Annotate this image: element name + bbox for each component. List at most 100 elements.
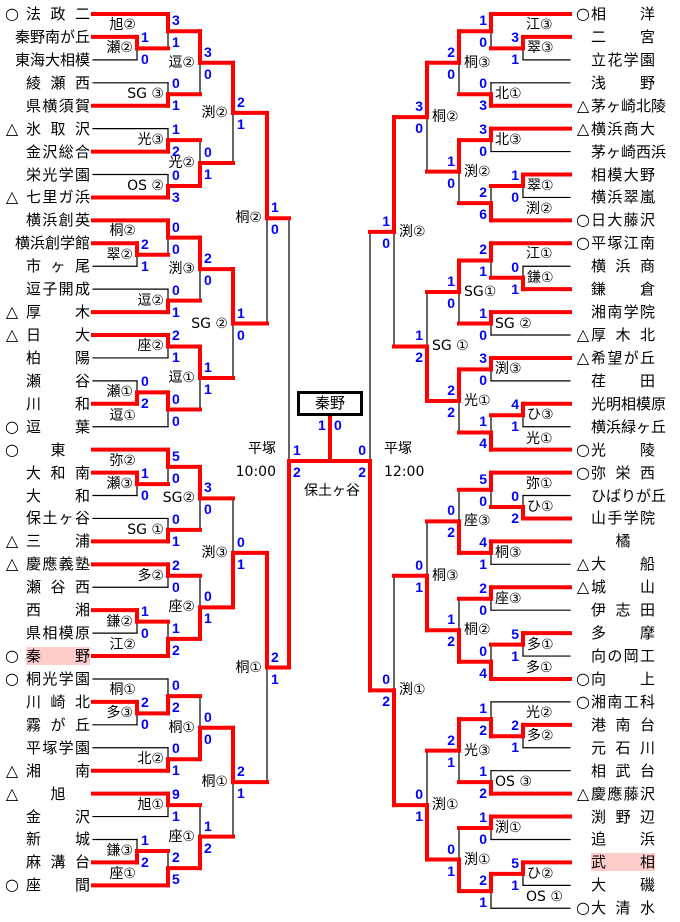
match-score: 4 [511,396,519,413]
semifinal-time: 10:00 [235,464,276,480]
match-venue-label: 北③ [495,132,522,149]
seed-mark: △ [5,302,19,322]
match-score: 3 [479,350,487,367]
match-score: 0 [271,221,279,238]
match-score: 2 [511,717,519,734]
match-score: 0 [511,487,519,504]
match-score: 1 [479,809,487,825]
match-score: 1 [237,304,245,321]
match-score: 1 [172,532,180,549]
match-score: 0 [204,65,212,82]
match-score: 0 [172,740,180,757]
team-name: 大船 [591,555,655,574]
match-score: 0 [479,372,487,389]
match-score: 3 [479,121,487,138]
match-score: 0 [415,120,423,137]
match-score: 2 [415,349,423,366]
team-name: 厚木北 [591,326,655,345]
match-venue-label: 光③ [137,132,164,149]
match-score: 4 [479,664,487,681]
match-score: 0 [479,143,487,160]
match-score: 1 [479,894,487,911]
seed-mark: ○ [576,233,590,253]
match-score: 0 [172,218,180,235]
match-venue-label: 弥① [526,475,553,492]
match-venue-label: 渕① [432,797,459,814]
seed-mark: △ [5,554,19,574]
team-name: 厚木 [26,303,90,322]
match-score: 1 [271,670,279,687]
match-venue-label: 逗② [137,292,164,309]
team-name: 追浜 [591,830,655,849]
match-score: 2 [479,785,487,802]
match-score: 0 [511,258,519,275]
match-score: 0 [479,326,487,343]
team-name: 湘南 [26,761,90,780]
match-venue-label: 渕② [399,223,426,240]
match-score: 2 [447,731,455,748]
match-score: 1 [447,753,455,770]
match-venue-label: SG① [464,284,497,301]
match-score: 2 [237,93,245,110]
team-name: 浅野 [591,73,655,92]
match-venue-label: 桐① [201,774,228,791]
match-score: 2 [447,633,455,650]
match-score: 1 [141,602,149,619]
team-name: 湘南工科 [591,692,655,711]
match-venue-label: 逗② [168,54,195,71]
match-venue-label: 渕① [495,820,522,836]
match-score: 0 [447,65,455,82]
match-score: 0 [511,188,519,205]
match-venue-label: ひ② [527,865,554,882]
team-name: 相武台 [591,761,655,780]
team-name: 山手学院 [591,509,655,528]
match-score: 0 [141,487,149,504]
match-score: 1 [204,166,212,183]
match-venue-label: 多① [527,636,554,653]
match-venue-label: 北② [137,751,164,768]
match-venue-label: 北① [495,86,522,103]
match-venue-label: 桐③ [432,567,459,584]
match-venue-label: OS ① [526,889,563,906]
team-name: 向の岡工 [591,647,655,666]
team-name: 大和 [26,486,90,505]
match-venue-label: 桐① [109,681,136,698]
seed-mark: △ [5,325,19,345]
seed-mark: ○ [5,416,19,436]
seed-mark: ○ [576,691,590,711]
match-venue-label: 江③ [526,17,553,33]
match-score: 6 [479,206,487,223]
seed-mark: △ [576,577,590,597]
match-score: 2 [141,235,149,252]
team-name: 綾瀬西 [26,73,90,92]
match-score: 2 [293,464,301,480]
team-name: 瀬谷 [26,371,90,390]
match-venue-label: 桐① [168,719,195,736]
match-venue-label: 光① [464,392,491,409]
team-name: 弥栄西 [591,463,655,482]
seed-mark: △ [576,325,590,345]
seed-mark: △ [576,118,590,138]
team-name: 七里ガ浜 [26,188,90,207]
match-score: 1 [172,34,180,51]
team-name: 橘 [615,532,631,551]
match-score: 0 [447,502,455,519]
match-score: 1 [479,12,487,29]
match-venue-label: 座② [168,599,195,616]
match-score: 1 [293,442,301,458]
match-venue-label: SG ③ [127,86,164,103]
team-name: 日大 [26,326,90,345]
match-score: 1 [141,465,149,482]
team-name: 大清水 [591,899,655,918]
match-venue-label: 桐① [235,659,262,676]
match-score: 0 [172,240,180,257]
match-score: 1 [511,876,519,893]
match-score: 1 [511,166,519,183]
match-venue-label: 翠① [527,177,554,194]
match-score: 0 [204,708,212,725]
match-score: 2 [479,722,487,739]
match-score: 0 [382,234,390,251]
team-name: 三浦 [26,532,90,551]
team-name: 荏田 [591,371,655,390]
team-name: ひばりが丘 [591,486,667,505]
